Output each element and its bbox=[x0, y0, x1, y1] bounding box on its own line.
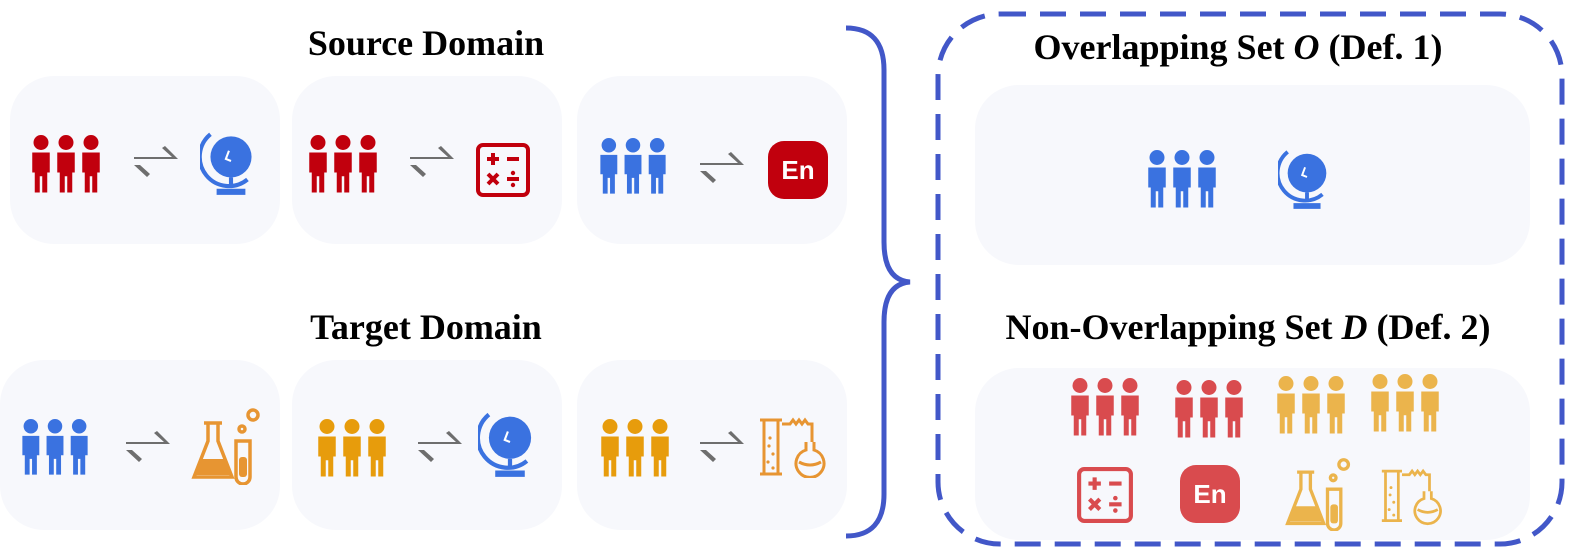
chemistry-icon bbox=[1282, 455, 1354, 531]
source-domain-title: Source Domain bbox=[307, 23, 545, 63]
users-icon-blue bbox=[596, 138, 670, 196]
calculator-icon bbox=[1076, 466, 1134, 524]
users-icon-light-orange bbox=[1366, 374, 1444, 434]
users-icon-blue bbox=[18, 419, 92, 477]
chemistry-icon bbox=[190, 405, 262, 485]
swap-arrows-icon bbox=[124, 431, 172, 463]
curly-brace bbox=[845, 25, 911, 539]
overlapping-symbol: O bbox=[1293, 27, 1320, 67]
target-domain-title: Target Domain bbox=[310, 307, 542, 347]
users-icon-red bbox=[28, 135, 104, 195]
non-overlapping-set-title: Non-Overlapping Set D (Def. 2) bbox=[1005, 307, 1491, 347]
non-overlapping-symbol: D bbox=[1341, 307, 1368, 347]
users-icon-light-red bbox=[1170, 380, 1248, 440]
calculator-icon bbox=[474, 142, 532, 198]
lab-apparatus-icon bbox=[758, 412, 830, 478]
globe-icon bbox=[478, 404, 542, 480]
swap-arrows-icon bbox=[132, 146, 180, 178]
swap-arrows-icon bbox=[408, 146, 456, 178]
users-icon-orange bbox=[314, 419, 390, 479]
english-icon: En bbox=[768, 141, 828, 199]
non-overlapping-set-card bbox=[975, 368, 1530, 540]
lab-apparatus-icon bbox=[1380, 462, 1446, 526]
english-icon: En bbox=[1180, 465, 1240, 523]
users-icon-blue bbox=[1144, 150, 1220, 210]
swap-arrows-icon bbox=[698, 152, 746, 184]
globe-icon bbox=[1278, 142, 1336, 212]
english-icon-label: En bbox=[1193, 479, 1226, 509]
users-icon-light-orange bbox=[1272, 376, 1350, 436]
globe-icon bbox=[200, 124, 262, 198]
overlapping-set-card bbox=[975, 85, 1530, 265]
swap-arrows-icon bbox=[698, 431, 746, 463]
target-pair-card-3 bbox=[577, 360, 847, 530]
users-icon-red bbox=[305, 135, 381, 195]
overlapping-set-title: Overlapping Set O (Def. 1) bbox=[1033, 27, 1443, 67]
users-icon-orange bbox=[597, 419, 673, 479]
users-icon-light-red bbox=[1066, 378, 1144, 438]
english-icon-label: En bbox=[781, 155, 814, 185]
swap-arrows-icon bbox=[416, 431, 464, 463]
